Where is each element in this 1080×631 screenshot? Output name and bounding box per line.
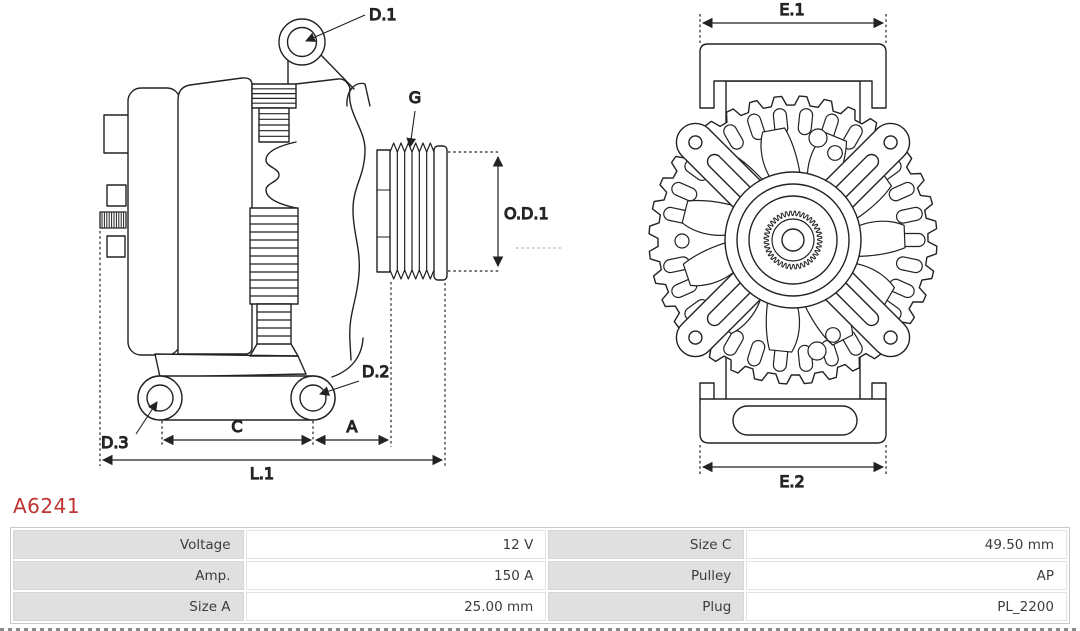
shaft-waist [265, 141, 297, 209]
terminal-block [103, 114, 132, 154]
spec-value: PL_2200 [746, 592, 1067, 621]
terminal-small-1 [106, 184, 127, 207]
spec-row: Amp. 150 A Pulley AP [13, 561, 1067, 590]
spec-row: Voltage 12 V Size C 49.50 mm [13, 530, 1067, 559]
leader-d1 [305, 14, 366, 42]
lug-hole-left [146, 384, 174, 412]
spec-value: AP [746, 561, 1067, 590]
dim-label-d2: D.2 [362, 362, 390, 381]
section-divider [0, 628, 1080, 631]
spec-table: Voltage 12 V Size C 49.50 mm Amp. 150 A … [10, 527, 1070, 624]
spec-value: 49.50 mm [746, 530, 1067, 559]
housing-underside [154, 353, 307, 378]
housing-hole-br1 [825, 327, 841, 343]
mounting-lugs [137, 375, 336, 421]
dim-label-l1: L.1 [250, 464, 274, 483]
dim-label-d1: D.1 [369, 5, 397, 24]
spec-value: 150 A [245, 561, 547, 590]
dimension-annotations: D.1 G O.D.1 D.2 D.3 C A L.1 E.1 E.2 [99, 0, 887, 492]
dim-label-e1: E.1 [779, 0, 804, 19]
housing-hole-tr2 [827, 145, 843, 161]
housing-hole-br2 [807, 341, 827, 361]
spec-label: Voltage [13, 530, 244, 559]
front-bracket-profile [348, 87, 366, 361]
alternator-front-view [648, 43, 938, 444]
extension-lines [99, 14, 887, 475]
spec-value: 12 V [245, 530, 547, 559]
pulley-front [724, 171, 862, 309]
mid-housing [177, 77, 253, 355]
leader-d3 [135, 401, 158, 435]
housing-hole-tr1 [808, 128, 828, 148]
housing-hole-left [674, 233, 690, 249]
spec-label: Pulley [548, 561, 745, 590]
rear-housing [127, 87, 181, 356]
spec-label: Plug [548, 592, 745, 621]
lug-hole-right [299, 384, 327, 412]
spec-label: Size C [548, 530, 745, 559]
spec-row: Size A 25.00 mm Plug PL_2200 [13, 592, 1067, 621]
bracket-slot [732, 405, 858, 436]
technical-drawing: D.1 G O.D.1 D.2 D.3 C A L.1 E.1 E.2 [99, 0, 938, 492]
spec-label: Size A [13, 592, 244, 621]
dim-label-a: A [347, 417, 358, 436]
threaded-stud [99, 211, 127, 229]
spec-value: 25.00 mm [245, 592, 547, 621]
terminal-small-2 [106, 235, 126, 258]
dim-label-od1: O.D.1 [504, 204, 549, 223]
dim-label-c: C [231, 417, 242, 436]
leader-g [406, 110, 417, 148]
stator-fins [249, 83, 299, 357]
spec-label: Amp. [13, 561, 244, 590]
dim-label-g: G [409, 88, 421, 107]
top-flap [346, 82, 371, 107]
dim-label-d3: D.3 [101, 433, 129, 452]
top-ear [278, 18, 355, 90]
part-number: A6241 [13, 494, 81, 518]
alternator-side-view [99, 18, 448, 421]
pulley-side [376, 142, 448, 281]
shaft-hole [781, 228, 805, 252]
dim-label-e2: E.2 [779, 472, 804, 491]
leader-d2 [319, 380, 360, 396]
